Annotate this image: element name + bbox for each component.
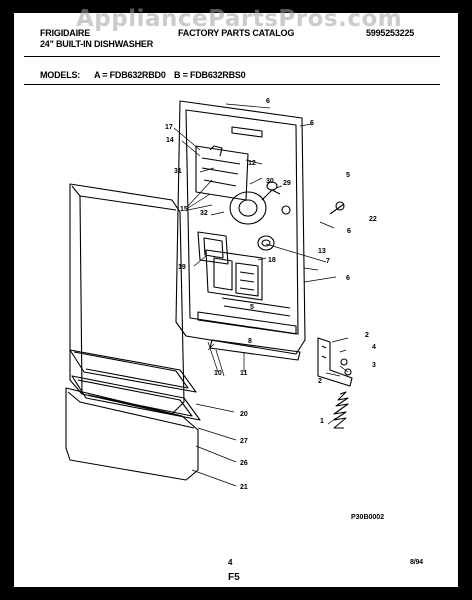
callout-5b: 5 [250,304,254,311]
figure-code: P30B0002 [351,514,385,521]
inner-door-panel [175,100,306,355]
callout-26: 26 [240,460,248,467]
callout-10: 10 [214,370,222,377]
models-label: MODELS: [40,70,81,80]
outer-door-panel [69,183,185,415]
callout-7: 7 [326,258,330,265]
callout-2a: 2 [365,332,369,339]
header-rule-top [24,56,440,57]
callout-30: 30 [266,178,274,185]
callout-17: 17 [165,124,173,131]
door-hinge [317,337,353,387]
detergent-cup [197,231,229,265]
callout-22: 22 [369,216,377,223]
catalog-title: FACTORY PARTS CATALOG [178,28,295,38]
kickplate [65,387,199,481]
callout-32: 32 [200,210,208,217]
catalog-number: 5995253225 [366,28,415,38]
callout-6c: 6 [347,228,351,235]
brand-label: FRIGIDAIRE [40,28,91,38]
vent-strip [197,311,297,335]
revision-date: 8/94 [410,559,423,566]
callout-14: 14 [166,137,174,144]
callout-8: 8 [248,338,252,345]
callout-19: 19 [178,264,186,271]
bottom-trim [209,339,301,361]
callout-20: 20 [240,411,248,418]
dispenser-dial [229,191,267,225]
callout-13: 13 [318,248,326,255]
watermark: AppliancePartsPros.com [76,6,403,32]
callout-29: 29 [283,180,291,187]
header-rule-bottom [24,84,440,85]
callout-4: 4 [372,344,376,351]
dispenser-housing [205,249,263,301]
rinse-aid-cap [257,235,275,251]
model-a: A = FDB632RBD0 [94,70,166,80]
product-subtitle: 24" BUILT-IN DISHWASHER [40,39,154,49]
callout-21: 21 [240,484,248,491]
model-b: B = FDB632RBS0 [174,70,246,80]
door-spring [333,391,349,429]
callout-15: 15 [180,206,188,213]
page-number: 4 [228,558,233,567]
callout-6d: 6 [346,275,350,282]
callout-5a: 5 [346,172,350,179]
callout-27: 27 [240,438,248,445]
callout-12: 12 [248,160,256,167]
panel-trim-strip [69,349,197,393]
callout-18: 18 [268,257,276,264]
callout-3: 3 [372,362,376,369]
section-code: F5 [228,572,240,583]
control-bracket [195,145,249,201]
callout-6a: 6 [266,98,270,105]
callout-11: 11 [240,370,248,377]
callout-31: 31 [174,168,182,175]
callout-1: 1 [320,418,324,425]
callout-6b: 6 [310,120,314,127]
toe-trim-strip [71,375,201,421]
callout-2b: 2 [318,378,322,385]
